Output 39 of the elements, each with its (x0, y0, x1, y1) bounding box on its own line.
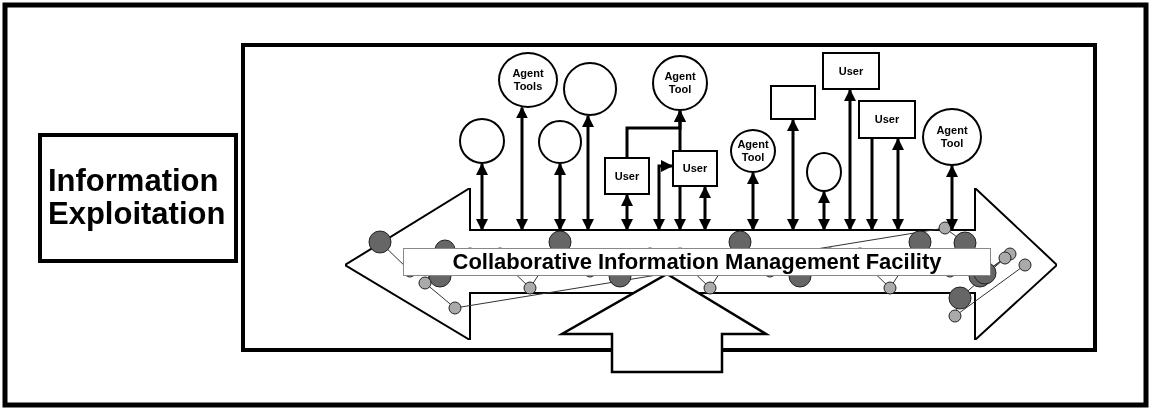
arrow (476, 163, 488, 231)
user-box (770, 85, 816, 120)
arrow (653, 160, 673, 231)
arrow (747, 172, 759, 231)
agent-circle (806, 152, 842, 192)
agent-circle (730, 129, 776, 173)
node-label: User (874, 113, 900, 126)
arrow (818, 191, 830, 231)
agent-circle (652, 55, 708, 111)
node-label: User (682, 162, 708, 175)
arrow (582, 114, 594, 231)
title-box (38, 133, 238, 263)
node-label: Agent Tools (511, 67, 545, 93)
node-label: User (838, 64, 864, 78)
user-box (822, 52, 880, 90)
arrow (892, 138, 904, 231)
user-box (858, 100, 916, 139)
node-label: Agent Tool (663, 70, 697, 96)
user-box (672, 150, 718, 187)
band-label: Collaborative Information Management Facility (403, 248, 991, 276)
node-label: User (614, 169, 640, 183)
title-text: Information Exploitation (47, 165, 227, 231)
arrow (787, 119, 799, 231)
arrow (674, 187, 686, 231)
arrow (674, 110, 686, 150)
arrow (699, 186, 711, 231)
node-label: Agent Tool (935, 124, 969, 150)
node-label: Agent Tool (736, 138, 770, 164)
agent-circle (459, 118, 505, 164)
arrow (621, 194, 633, 231)
agent-circle (563, 62, 617, 116)
agent-circle (498, 52, 558, 108)
arrow (516, 106, 528, 231)
arrow (866, 139, 878, 231)
arrow (844, 89, 856, 231)
agent-circle (538, 120, 582, 164)
arrow (554, 163, 566, 231)
arrow (946, 165, 958, 231)
user-box (604, 157, 650, 195)
